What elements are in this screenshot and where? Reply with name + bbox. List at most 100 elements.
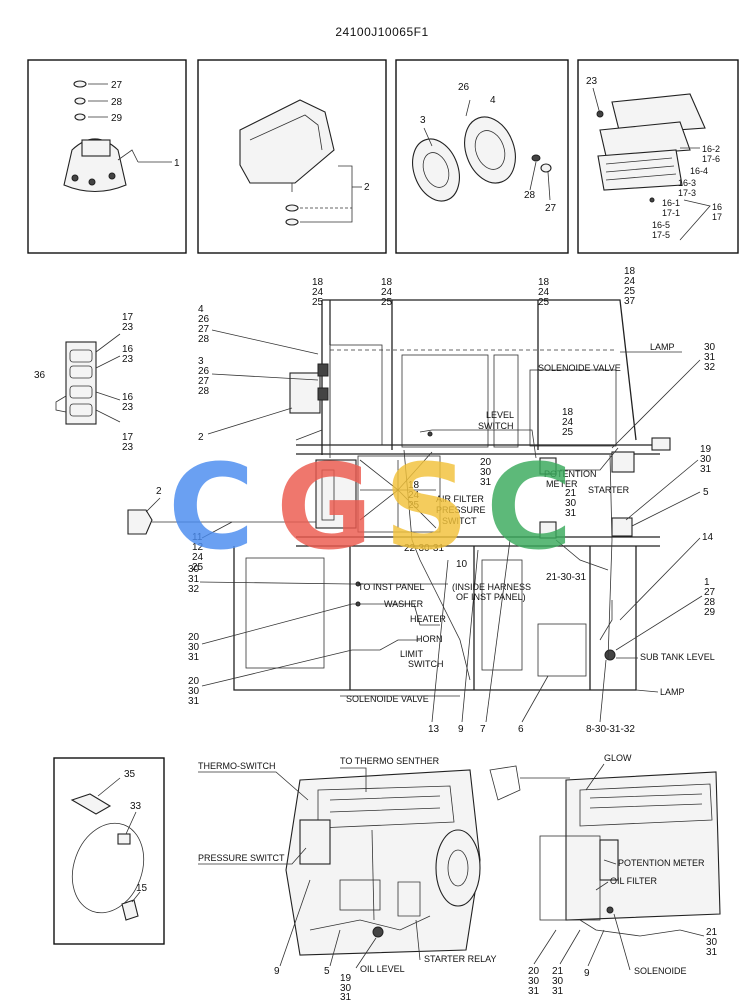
label: 1 (174, 158, 180, 169)
engine-left: THERMO-SWITCH TO THERMO SENTHER PRESSURE… (198, 756, 497, 1000)
label: 27 (111, 80, 123, 91)
label: 16-4 (690, 166, 708, 176)
label: 17-5 (652, 230, 670, 240)
label: SOLENOIDE VALVE (346, 694, 429, 704)
watermark-letter: G (276, 438, 373, 576)
label: 8-30-31-32 (586, 724, 635, 735)
diagram-title: 24100J10065F1 (335, 25, 428, 39)
label: 16-1 (662, 198, 680, 208)
panel-clamp: 35 33 15 (53, 757, 165, 945)
main-harness-frame (233, 299, 671, 691)
panel-lamp-box: 2 (197, 59, 387, 254)
label: 2 (364, 182, 370, 193)
label: OIL FILTER (610, 876, 658, 886)
label: SUB TANK LEVEL (640, 652, 715, 662)
label: 33 (130, 801, 142, 812)
label: 17-3 (678, 188, 696, 198)
label: TO INST PANEL (358, 582, 425, 592)
label: 28 (111, 97, 123, 108)
watermark-letter: C (486, 438, 573, 576)
panel-horn: 26 4 3 28 27 (395, 59, 569, 254)
label: 17-1 (662, 208, 680, 218)
label: 14 (702, 532, 714, 543)
label: HORN (416, 634, 443, 644)
label: 23 (586, 76, 598, 87)
label: STARTER (588, 485, 630, 495)
label: 13 (428, 724, 440, 735)
label: 17-6 (702, 154, 720, 164)
label: 2 (156, 486, 162, 497)
label: STARTER RELAY (424, 954, 497, 964)
label: WASHER (384, 599, 424, 609)
label: 9 (274, 966, 280, 977)
label: LAMP (660, 687, 685, 697)
label: 9 (584, 968, 590, 979)
label: LAMP (650, 342, 675, 352)
label: 21-30-31 (546, 572, 586, 583)
switch-panel (55, 333, 121, 425)
label: POTENTION METER (618, 858, 705, 868)
label: 2 (198, 432, 204, 443)
label: 5 (703, 487, 709, 498)
label: 26 (458, 82, 470, 93)
label: GLOW (604, 753, 632, 763)
label: 27 (545, 203, 557, 214)
label: TO THERMO SENTHER (340, 756, 440, 766)
label: 5 (324, 966, 330, 977)
label: 29 (111, 113, 123, 124)
watermark-letter: C (168, 438, 255, 576)
label: 9 (458, 724, 464, 735)
label: 16-5 (652, 220, 670, 230)
label: 7 (480, 724, 486, 735)
panel-lamp-assembly: 23 16-2 17-6 16-4 16-3 17-3 16-1 17-1 16… (577, 59, 739, 254)
label: SOLENOIDE VALVE (538, 363, 621, 373)
engine-right: GLOW POTENTION METER OIL FILTER SOLENOID… (489, 753, 721, 997)
label: 17 (712, 212, 722, 222)
label: 4 (490, 95, 496, 106)
label: OIL LEVEL (360, 964, 405, 974)
label: 3 (420, 115, 426, 126)
label: 6 (518, 724, 524, 735)
watermark-letter: S (384, 438, 469, 576)
label: 16-3 (678, 178, 696, 188)
label: 16-2 (702, 144, 720, 154)
watermark: C G S C (168, 438, 573, 576)
label: 16 (712, 202, 722, 212)
label: 36 (34, 370, 46, 381)
left-lamp: 2 (127, 486, 316, 535)
label: 15 (136, 883, 148, 894)
label: 22-30-31 (404, 543, 444, 554)
label: SOLENOIDE (634, 966, 687, 976)
label: HEATER (410, 614, 446, 624)
label: PRESSURE SWITCT (198, 853, 285, 863)
label: 10 (456, 559, 468, 570)
